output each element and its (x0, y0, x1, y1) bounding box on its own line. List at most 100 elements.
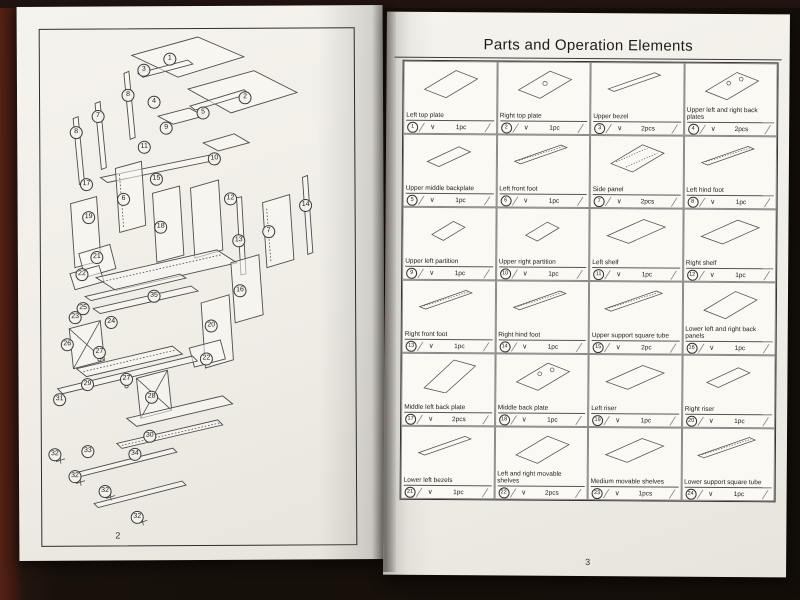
part-info-strip: 5∨1pc (405, 192, 495, 207)
part-name: Upper left and right back plates (686, 106, 758, 121)
part-name: Left hind foot (686, 186, 724, 194)
strip-divider (762, 416, 774, 426)
part-quantity: 1pc (547, 343, 559, 351)
diagram-callout: 9 (159, 121, 173, 135)
part-drawing (686, 211, 774, 250)
diagram-callout: 6 (117, 192, 131, 206)
diagram-callout: 25 (76, 302, 90, 316)
part-quantity: 1pc (547, 416, 558, 424)
strip-divider (602, 488, 615, 498)
strip-divider (576, 269, 588, 279)
part-cell: Upper left and right back plates 4 ∨ 2pcs (683, 62, 778, 137)
part-name: Upper left partition (405, 257, 459, 265)
diagram-callout: 23 (68, 311, 82, 325)
part-cell: Left hind foot 8 ∨ 1pc (683, 135, 778, 210)
part-number-badge: 4 (687, 123, 699, 135)
strip-divider (604, 269, 616, 279)
diagram-callout: 32 (68, 470, 82, 484)
part-number-badge: 14 (499, 340, 511, 352)
strip-divider (668, 416, 681, 426)
part-quantity: 1pc (735, 271, 746, 279)
orientation-mark-icon: ∨ (709, 271, 715, 279)
part-drawing (406, 63, 494, 102)
part-quantity: 1pcs (638, 489, 653, 497)
part-quantity: 1pc (735, 198, 747, 206)
part-name: Right shelf (685, 259, 717, 267)
diagram-callout: 32 (98, 484, 112, 499)
strip-divider (605, 123, 618, 133)
part-number-badge: 16 (686, 342, 698, 354)
strip-divider (668, 489, 680, 499)
part-info-strip: 24∨1pc (684, 486, 774, 501)
strip-divider (696, 489, 708, 499)
orientation-mark-icon: ∨ (429, 269, 435, 277)
diagram-callout: 3 (137, 63, 151, 77)
part-info-strip: 12 ∨ 1pc (685, 267, 775, 282)
part-number-badge: 9 (406, 267, 418, 279)
diagram-callout: 15 (149, 172, 163, 186)
part-name: Upper middle backplate (405, 184, 475, 193)
orientation-mark-icon: ∨ (708, 490, 714, 498)
part-drawing (404, 428, 492, 467)
orientation-mark-icon: ∨ (708, 417, 714, 425)
part-quantity: 1pc (548, 197, 560, 205)
strip-divider (416, 414, 428, 424)
part-info-strip: 7∨2pcs (592, 194, 682, 208)
part-number-badge: 8 (687, 196, 699, 208)
orientation-mark-icon: ∨ (428, 342, 434, 350)
strip-divider (510, 269, 523, 279)
orientation-mark-icon: ∨ (521, 416, 527, 424)
orientation-mark-icon: ∨ (710, 125, 716, 133)
orientation-mark-icon: ∨ (614, 490, 620, 498)
strip-divider (483, 122, 496, 132)
orientation-mark-icon: ∨ (615, 344, 621, 352)
part-number-badge: 21 (404, 486, 416, 498)
diagram-callout: 13 (232, 234, 246, 248)
diagram-callout: 7 (91, 110, 105, 124)
strip-divider (604, 196, 617, 206)
part-number-badge: 18 (498, 413, 510, 425)
part-quantity: 1pc (455, 123, 467, 131)
part-drawing (497, 428, 585, 467)
diagram-callout: 34 (128, 447, 142, 461)
strip-divider (418, 122, 431, 132)
part-info-strip: 17∨2pcs (404, 411, 494, 426)
part-number-badge: 6 (500, 194, 512, 206)
part-info-strip: 13∨1pc (404, 338, 494, 353)
diagram-callout: 26 (60, 338, 74, 352)
part-quantity: 1pc (734, 417, 745, 425)
diagram-callout: 7 (262, 225, 276, 239)
part-drawing (684, 430, 772, 469)
part-info-strip: 10∨1pc (498, 266, 588, 280)
part-drawing (686, 138, 774, 177)
part-info-strip: 16∨1pc (685, 340, 775, 355)
part-number-badge: 20 (685, 415, 697, 427)
strip-divider (762, 343, 775, 353)
strip-divider (417, 195, 430, 205)
part-quantity: 2pcs (734, 125, 749, 133)
diagram-callout: 28 (145, 390, 159, 404)
strip-divider (482, 341, 494, 351)
orientation-mark-icon: ∨ (710, 198, 716, 206)
diagram-callout: 14 (299, 198, 313, 212)
part-quantity: 2pcs (452, 415, 466, 423)
part-info-strip: 15∨2pc (591, 340, 681, 354)
part-cell: Right shelf 12 ∨ 1pc (682, 208, 777, 283)
part-drawing (591, 356, 679, 395)
diagram-callout: 20 (204, 319, 218, 333)
part-info-strip: 19∨1pc (591, 413, 681, 427)
part-number-badge: 12 (686, 269, 698, 281)
part-quantity: 2pcs (545, 489, 559, 497)
part-info-strip: 9∨1pc (405, 265, 495, 280)
